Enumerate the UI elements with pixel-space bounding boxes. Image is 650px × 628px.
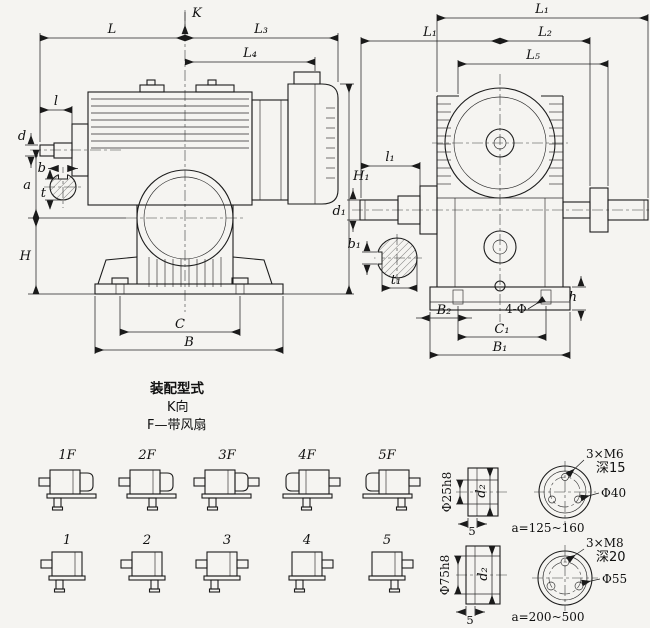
detail-large-bolt-circle: Φ55	[602, 572, 627, 586]
dim-label-l-small: l	[54, 94, 58, 109]
detail-large-hub-label: d₂	[476, 567, 491, 581]
variant-label-5: 5	[383, 533, 391, 548]
dim-label-l5: L₅	[525, 48, 541, 63]
dim-label-d: d	[18, 129, 26, 144]
variant-label-5f: 5F	[378, 448, 396, 463]
detail-large-bore-label: Φ75h8	[438, 555, 452, 595]
dim-label-l2: L₂	[537, 25, 552, 40]
dim-label-b1-cap: B₁	[492, 340, 508, 355]
variant-label-1f: 1F	[58, 448, 76, 463]
detail-small-range: a=125~160	[511, 521, 584, 535]
dim-label-l3: L₃	[253, 22, 268, 37]
shaft-detail-large: Φ75h8 d₂ 5 3×M8 深20 Φ55 a=200~500	[438, 536, 627, 627]
detail-small-flange-width: 5	[468, 524, 475, 538]
assembly-icon-5	[368, 551, 414, 593]
side-view-geometry	[352, 74, 650, 322]
detail-large-flange-width: 5	[466, 613, 473, 627]
assembly-icon-1f	[38, 469, 97, 511]
dim-label-c1: C₁	[494, 322, 509, 337]
dim-label-k: K	[191, 6, 203, 21]
variant-label-4f: 4F	[297, 448, 316, 463]
dim-label-b1: b₁	[347, 237, 361, 252]
side-view-dimensions	[347, 14, 649, 359]
detail-small-tap-depth: 深15	[596, 461, 626, 476]
assembly-fan-note: F—带风扇	[147, 417, 206, 433]
detail-large-range: a=200~500	[511, 610, 584, 624]
variant-label-2f: 2F	[137, 448, 156, 463]
detail-small-hub-label: d₂	[474, 484, 489, 498]
variant-label-3: 3	[223, 533, 231, 548]
assembly-icon-2	[120, 551, 166, 593]
assembly-title: 装配型式	[149, 380, 204, 397]
shaft-detail-small: Φ25h8 d₂ 5 3×M6 深15 Φ40 a=125~160	[440, 447, 626, 538]
dim-label-b: b	[38, 161, 46, 176]
dim-label-c: C	[175, 317, 185, 332]
dim-label-h-small: h	[569, 290, 577, 305]
side-view: L₁ L₁ L₂ L₅ l₁ d₁ b₁ t₁ B₂ 4-Φ h C₁ B₁	[332, 2, 650, 359]
front-view-dimensions	[25, 12, 354, 354]
detail-small-bore-label: Φ25h8	[440, 472, 454, 512]
dim-label-b2: B₂	[436, 303, 452, 318]
assembly-view-direction: K向	[167, 399, 189, 415]
assembly-icon-3	[195, 551, 249, 593]
dim-label-t: t	[41, 186, 47, 201]
variant-label-2: 2	[142, 533, 151, 548]
dim-label-b-cap: B	[183, 335, 194, 350]
assembly-icon-4	[288, 551, 334, 593]
variant-label-4: 4	[302, 533, 311, 548]
dim-label-4-phi: 4-Φ	[505, 302, 527, 316]
dim-label-l1: L₁	[422, 25, 437, 40]
front-view: K L L₃ L₄ l d b t a H H₁ C B	[18, 6, 370, 354]
dim-label-l1-top: L₁	[534, 2, 549, 17]
variant-label-3f: 3F	[218, 448, 236, 463]
dim-label-l4: L₄	[242, 46, 257, 61]
assembly-icon-5f	[362, 469, 421, 511]
assembly-icon-3f	[193, 469, 260, 511]
dim-label-a: a	[23, 178, 31, 193]
detail-small-bolt-circle: Φ40	[601, 486, 626, 500]
dim-label-h-cap: H	[19, 249, 32, 264]
dim-label-l-cap: L	[107, 22, 117, 37]
detail-small-tap-label: 3×M6	[586, 447, 624, 461]
assembly-icon-2f	[118, 469, 177, 511]
assembly-section: 装配型式 K向 F—带风扇 1F 2F 3F 4F 5F 1 2 3 4 5	[38, 380, 421, 593]
dim-label-l1-small: l₁	[385, 150, 394, 165]
assembly-icon-1	[40, 551, 86, 593]
variant-label-1: 1	[63, 533, 71, 548]
dim-label-d1: d₁	[332, 204, 346, 219]
detail-large-tap-depth: 深20	[596, 550, 626, 565]
assembly-icon-4f	[282, 469, 341, 511]
detail-large-tap-label: 3×M8	[586, 536, 624, 550]
front-view-geometry	[30, 10, 339, 312]
dim-label-t1: t₁	[391, 273, 401, 288]
